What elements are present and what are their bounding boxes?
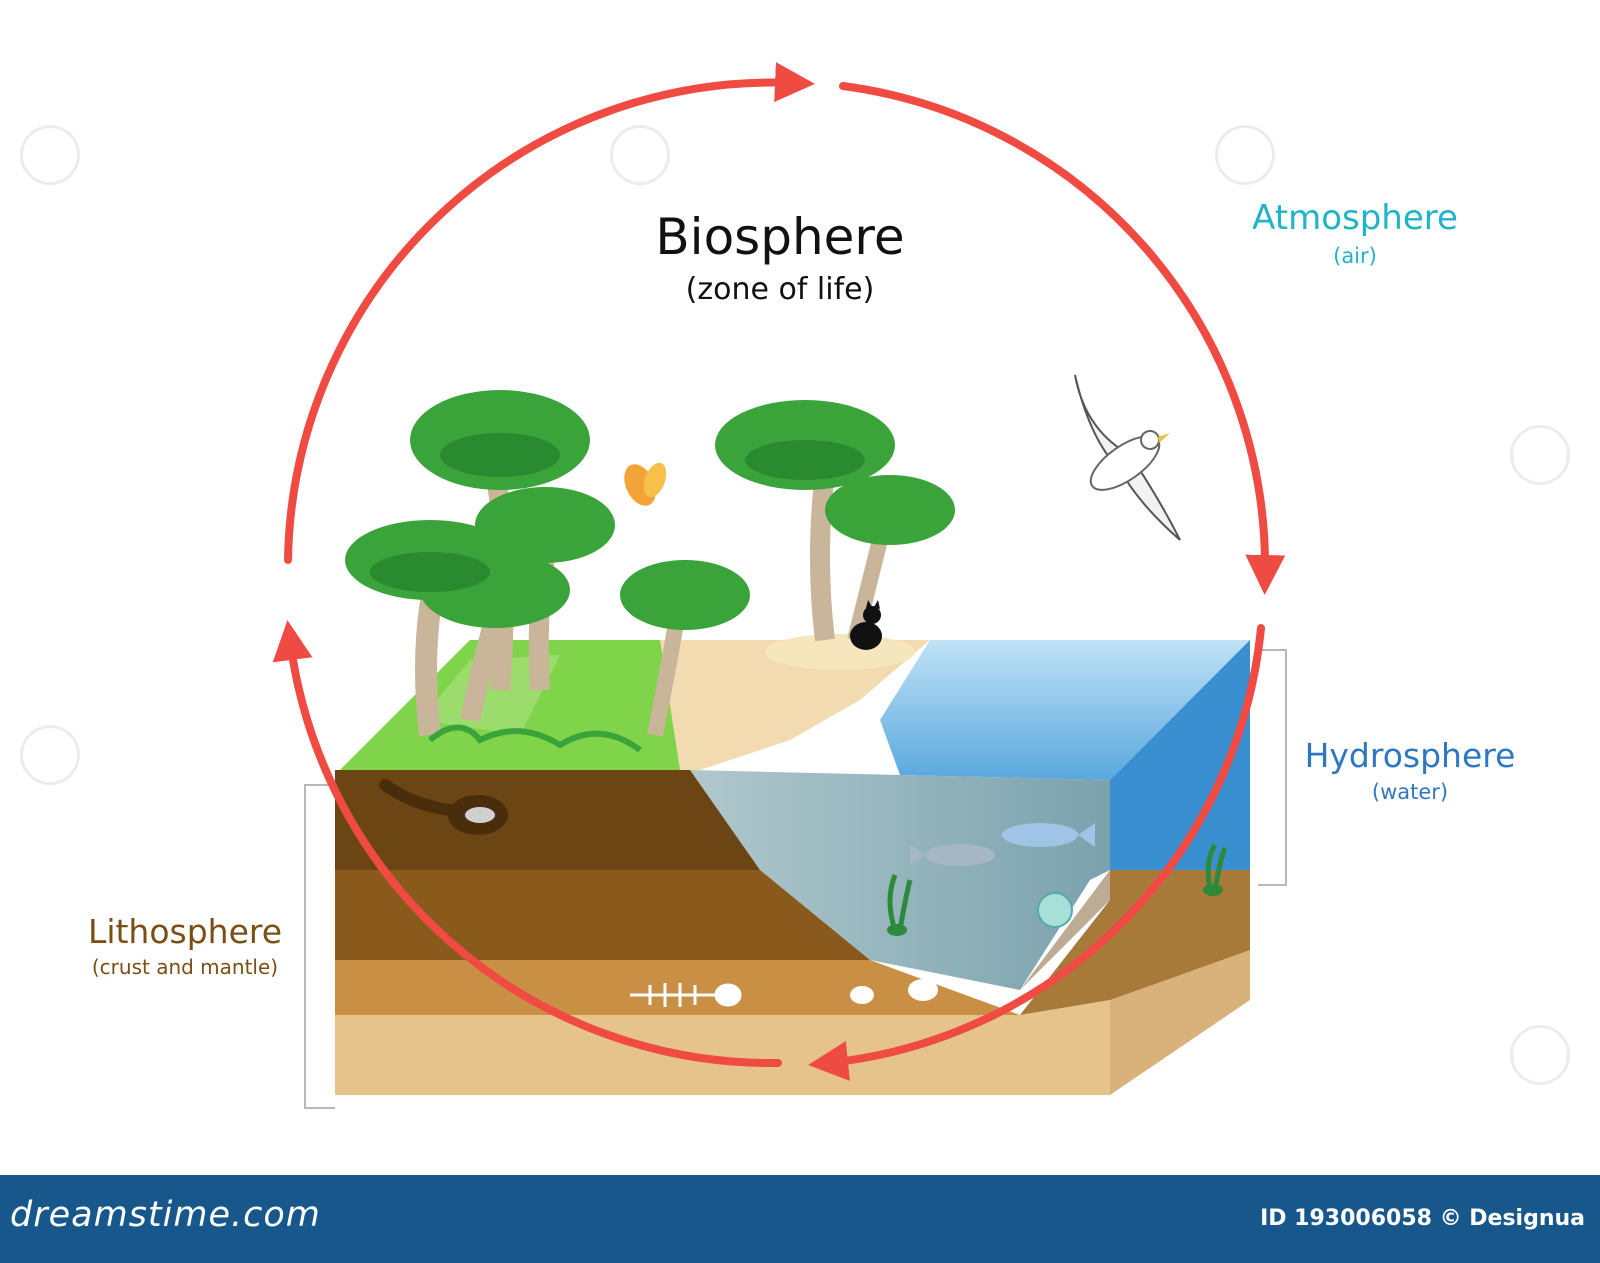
arrow-bottom-left [272, 620, 782, 1068]
cycle-arrows [272, 62, 1286, 1081]
footer-logo[interactable]: dreamstime.com [10, 1195, 321, 1235]
biosphere-illustration [272, 62, 1287, 1109]
atmosphere-subtitle: (air) [1333, 244, 1377, 268]
biosphere-title: Biosphere [655, 208, 905, 266]
shell-fossil [850, 986, 874, 1004]
arrow-bottom-right [808, 624, 1265, 1081]
watermark-icon [1510, 1025, 1570, 1085]
grass-tuft [428, 724, 642, 753]
biosphere-subtitle: (zone of life) [685, 272, 875, 307]
lithosphere-subtitle: (crust and mantle) [91, 955, 279, 979]
footer-credit: ID 193006058 © Designua [1260, 1206, 1585, 1231]
atmosphere-title: Atmosphere [1252, 198, 1458, 238]
soil-layer-1 [335, 770, 760, 870]
lithosphere-title: Lithosphere [87, 912, 283, 951]
shell-fossil [908, 979, 938, 1001]
soil-layer-4 [335, 1000, 1110, 1095]
soil-layer-3 [335, 960, 1020, 1015]
fish-fossil [630, 983, 742, 1007]
fish [1002, 823, 1078, 847]
hydrosphere-title: Hydrosphere [1304, 736, 1516, 775]
seagull [1074, 374, 1181, 541]
watermark-icon [1215, 125, 1275, 185]
fish [925, 844, 995, 866]
jellyfish [1037, 892, 1073, 928]
watermark-icon [20, 725, 80, 785]
sea-life [887, 823, 1228, 936]
watermark-icon [1510, 425, 1570, 485]
arrow-top-left [284, 62, 815, 564]
footer-bar: dreamstime.com ID 193006058 © Designua [0, 1175, 1600, 1263]
sea-surface [880, 640, 1250, 780]
watermark-icon [610, 125, 670, 185]
beach-sand [660, 640, 930, 770]
butterfly [624, 462, 667, 506]
soil-layer-2 [335, 870, 870, 960]
watermark-icon [20, 125, 80, 185]
diagram-stage: Biosphere (zone of life) Atmosphere (air… [20, 62, 1570, 1109]
cat [850, 600, 882, 650]
palm-trees [345, 390, 955, 753]
arrow-top-right [839, 82, 1286, 595]
hydrosphere-subtitle: (water) [1371, 780, 1449, 804]
sea-side [1110, 640, 1250, 870]
lithosphere-block [304, 634, 1287, 1109]
mouse [465, 807, 495, 823]
